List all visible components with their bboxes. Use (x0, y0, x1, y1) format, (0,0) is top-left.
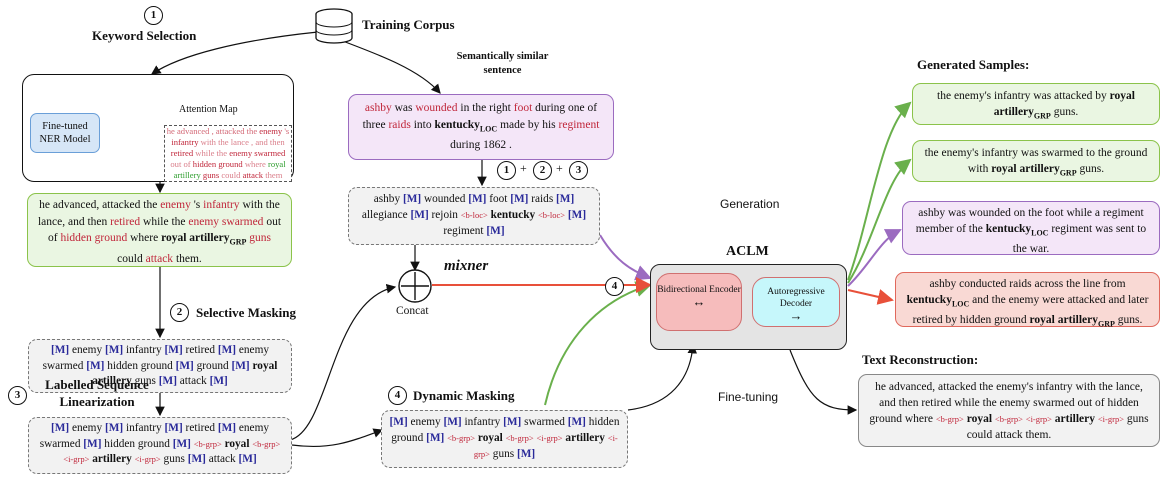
concat-icon (398, 269, 432, 303)
arrow-out-4 (847, 289, 894, 305)
right-arrow-icon: → (789, 308, 803, 323)
arrow-dynamic-green (544, 281, 652, 406)
decoder-box: Autoregressive Decoder → (752, 277, 840, 327)
arrow-corpus-to-ner (151, 31, 319, 75)
aclm-title: ACLM (726, 244, 769, 259)
arrow-dynamic-to-aclm (627, 343, 698, 411)
generated-sample-4: ashby conducted raids across the line fr… (895, 272, 1160, 329)
generated-samples-title: Generated Samples: (917, 57, 1030, 72)
arrow-linearized-to-concat (289, 283, 397, 441)
step-1-badge-b: 1 (497, 161, 516, 180)
fine-tuning-label: Fine-tuning (718, 390, 779, 404)
encoder-box: Bidirectional Encoder ↔ (656, 273, 742, 331)
arrow-out-2 (847, 158, 912, 284)
selective-masking-box: [M] enemy [M] infantry [M] retired [M] e… (28, 339, 292, 393)
generated-sample-2: the enemy's infantry was swarmed to the … (912, 140, 1160, 182)
mixner-label: mixner (444, 258, 489, 274)
arrow-reconstruction (789, 349, 858, 415)
step-4-badge: 4 (388, 386, 407, 405)
step-2-badge-b: 2 (533, 161, 552, 180)
keyword-sentence-box: he advanced, attacked the enemy 's infan… (27, 193, 292, 267)
dynamic-masking-title: Dynamic Masking (413, 388, 515, 403)
keyword-selection-title: Keyword Selection (92, 28, 197, 43)
step-3-badge: 3 (8, 386, 27, 405)
similar-sentence-box: ashby was wounded in the right foot duri… (348, 94, 614, 160)
attention-map-label: Attention Map (179, 104, 238, 115)
generated-sample-1: the enemy's infantry was attacked by roy… (912, 83, 1160, 125)
generation-label: Generation (720, 197, 780, 211)
reconstruction-box: he advanced, attacked the enemy's infant… (858, 374, 1160, 447)
attention-mini-text: he advanced , attacked the enemy 's infa… (164, 125, 292, 182)
step-2-badge: 2 (170, 303, 189, 322)
masked-similar-box: ashby [M] wounded [M] foot [M] raids [M]… (348, 187, 600, 245)
plus-1: + (520, 161, 527, 175)
concat-label: Concat (396, 305, 429, 317)
selective-masking-title: Selective Masking (196, 305, 297, 320)
arrow-out-3 (847, 229, 902, 287)
bidirectional-arrow-icon: ↔ (692, 294, 706, 309)
training-corpus-title: Training Corpus (362, 17, 455, 32)
step-1-badge: 1 (144, 6, 163, 25)
linearized-box: [M] enemy [M] infantry [M] retired [M] e… (28, 417, 292, 474)
arrow-masked-purple (599, 234, 652, 281)
text-reconstruction-title: Text Reconstruction: (862, 352, 979, 367)
arrow-corpus-to-similar (339, 39, 441, 94)
step-4-badge-top: 4 (605, 277, 624, 296)
step-3-badge-b: 3 (569, 161, 588, 180)
generated-sample-3: ashby was wounded on the foot while a re… (902, 201, 1160, 255)
database-icon (315, 8, 353, 44)
plus-2: + (556, 161, 563, 175)
dynamic-masking-box: [M] enemy [M] infantry [M] swarmed [M] h… (381, 410, 628, 468)
ner-model-box: Fine-tuned NER Model (30, 113, 100, 153)
arrow-out-1 (847, 101, 912, 281)
arrow-linearized-to-dynamic (291, 428, 384, 448)
